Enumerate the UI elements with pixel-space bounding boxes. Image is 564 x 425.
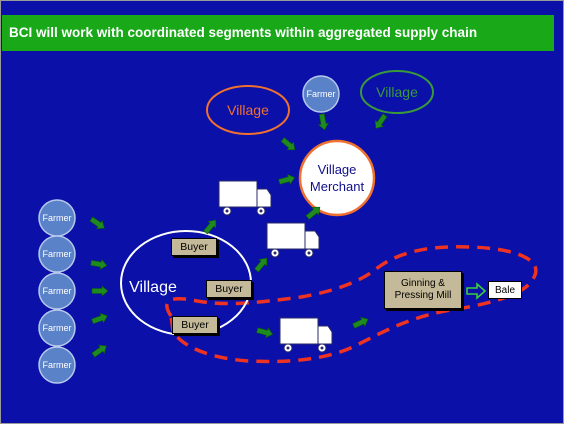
arrow-icon bbox=[374, 113, 388, 129]
farmer-circle bbox=[38, 199, 76, 237]
bale-box: Bale bbox=[488, 281, 522, 299]
arrow-icon bbox=[91, 344, 107, 358]
farmer-circle-top bbox=[302, 75, 340, 113]
village-merchant-circle bbox=[298, 139, 376, 217]
farmer-circle bbox=[38, 235, 76, 273]
ginning-line1: Ginning & bbox=[401, 278, 445, 289]
arrow-icon bbox=[278, 173, 296, 185]
aggregation-boundary bbox=[165, 245, 538, 364]
arrow-icon bbox=[90, 258, 108, 271]
arrow-icon bbox=[352, 316, 369, 329]
slide-title: BCI will work with coordinated segments … bbox=[2, 15, 554, 51]
truck-icon bbox=[218, 180, 272, 216]
arrow-icon bbox=[305, 206, 321, 220]
arrow-icon bbox=[317, 113, 330, 131]
ginning-line2: Pressing Mill bbox=[394, 290, 452, 301]
ginning-pressing-mill-box: Ginning & Pressing Mill bbox=[384, 271, 462, 309]
arrow-icon bbox=[254, 257, 268, 273]
farmer-circle bbox=[38, 272, 76, 310]
buyer-box: Buyer bbox=[171, 238, 217, 256]
arrow-icon bbox=[466, 282, 487, 300]
arrow-icon bbox=[203, 219, 217, 235]
buyer-box: Buyer bbox=[172, 316, 218, 334]
farmer-circle bbox=[38, 309, 76, 347]
arrow-icon bbox=[89, 216, 105, 230]
village-orange-circle bbox=[206, 85, 290, 135]
truck-icon bbox=[266, 222, 320, 258]
arrow-icon bbox=[280, 137, 296, 151]
village-green-circle bbox=[360, 70, 434, 114]
farmer-circle bbox=[38, 346, 76, 384]
truck-icon bbox=[279, 317, 333, 353]
buyer-box: Buyer bbox=[206, 280, 252, 298]
arrow-icon bbox=[91, 285, 109, 297]
arrow-icon bbox=[91, 312, 108, 325]
arrow-icon bbox=[256, 327, 274, 339]
